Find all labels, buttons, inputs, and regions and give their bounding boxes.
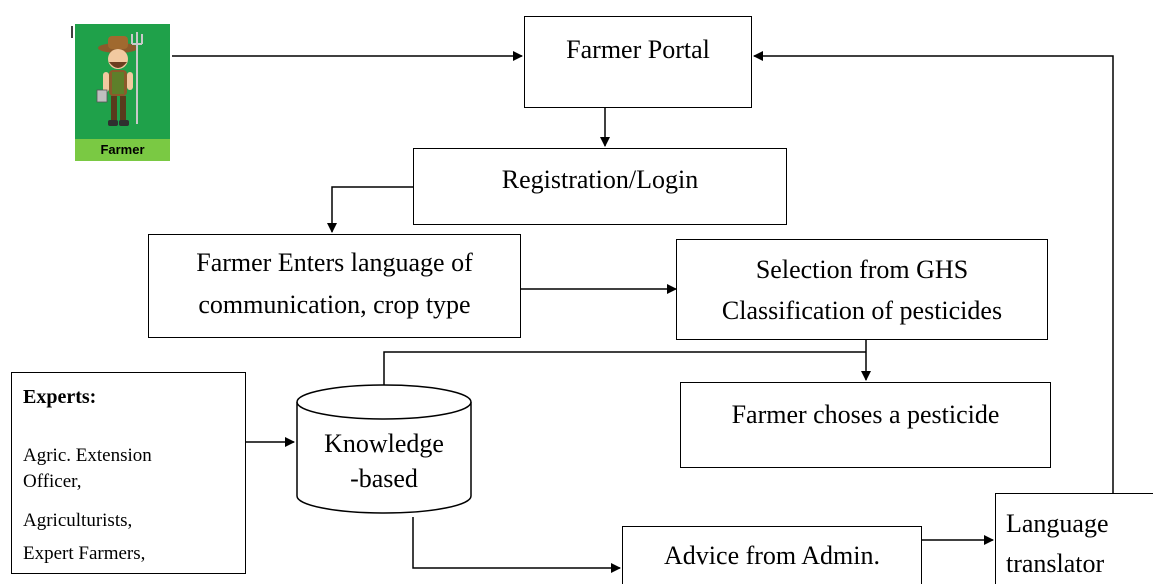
farmer-portal-box: Farmer Portal	[524, 16, 752, 108]
farmer-portal-label: Farmer Portal	[566, 35, 710, 64]
experts-item-4: Expert Farmers,	[23, 543, 146, 564]
translator-box: Language translator	[995, 493, 1153, 584]
knowledge-base-cylinder	[296, 384, 472, 514]
registration-box: Registration/Login	[413, 148, 787, 225]
arrow-ghs-to-knowledge	[379, 351, 866, 398]
experts-item-3: Agriculturists,	[23, 510, 133, 531]
registration-label: Registration/Login	[501, 165, 699, 194]
knowledge-label-line2: -based	[350, 464, 418, 493]
knowledge-label-line1: Knowledge	[324, 429, 444, 458]
arrow-registration-to-enters	[327, 186, 413, 233]
enters-label-line1: Farmer Enters language of	[196, 248, 473, 277]
translator-label-line1: Language	[1006, 509, 1109, 538]
advice-box: Advice from Admin.	[622, 526, 922, 584]
experts-item-2: Officer,	[23, 471, 82, 492]
arrow-translator-to-portal	[753, 51, 1114, 493]
choses-label: Farmer choses a pesticide	[731, 400, 1000, 429]
translator-label-line2: translator	[1006, 549, 1105, 578]
ghs-box: Selection from GHS Classification of pes…	[676, 239, 1048, 340]
farmer-label: Farmer	[75, 139, 170, 161]
enters-box: Farmer Enters language of communication,…	[148, 234, 521, 338]
ghs-label-line2: Classification of pesticides	[721, 296, 1003, 325]
advice-label: Advice from Admin.	[664, 541, 880, 570]
farmer-icon	[96, 32, 143, 126]
experts-box: Experts: Agric. Extension Officer, Agric…	[11, 372, 246, 574]
experts-item-1: Agric. Extension	[23, 445, 152, 466]
enters-label-line2: communication, crop type	[198, 290, 471, 319]
farmer-card: Farmer	[75, 24, 170, 161]
arrow-knowledge-to-advice	[412, 517, 621, 573]
experts-title: Experts:	[23, 386, 97, 408]
choses-box: Farmer choses a pesticide	[680, 382, 1051, 468]
ghs-label-line1: Selection from GHS	[755, 255, 969, 284]
